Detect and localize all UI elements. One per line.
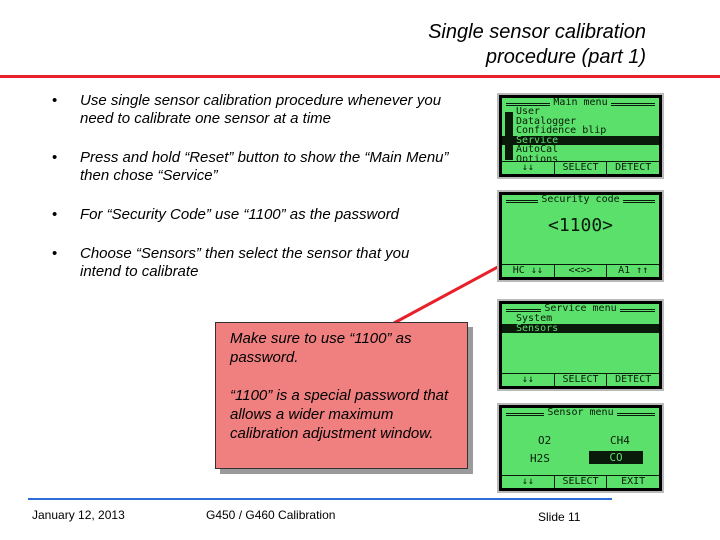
softkey-cursor[interactable]: <<>> (553, 265, 607, 277)
service-menu-screen: Service menu System Sensors ↓↓ SELECT DE… (497, 299, 664, 391)
sensor-ch4[interactable]: CH4 (610, 434, 630, 447)
softkey-select[interactable]: SELECT (553, 476, 607, 488)
title-divider (0, 75, 720, 78)
sensor-o2[interactable]: O2 (538, 434, 552, 447)
footer-slide-number: Slide 11 (538, 510, 581, 524)
bullet-item: • Press and hold “Reset” button to show … (52, 149, 472, 185)
bullet-marker: • (52, 245, 58, 262)
service-menu-lcd: Service menu System Sensors ↓↓ SELECT DE… (502, 304, 659, 386)
softkey-down[interactable]: ↓↓ (521, 476, 534, 487)
menu-item-datalogger[interactable]: Datalogger (516, 115, 577, 127)
menu-item-system[interactable]: System (516, 313, 553, 324)
softkey-hc-down[interactable]: HC ↓↓ (512, 265, 543, 276)
bullet-marker: • (52, 206, 58, 223)
slide-title-line-2: procedure (part 1) (485, 46, 646, 68)
menu-item-confidence-blip[interactable]: Confidence blip (516, 125, 607, 137)
softkey-exit[interactable]: EXIT (606, 476, 659, 488)
menu-item-sensors[interactable]: Sensors (502, 323, 659, 334)
bullet-text: For “Security Code” use “1100” as the pa… (80, 206, 400, 223)
sensor-menu-title: Sensor menu (502, 408, 659, 418)
bullet-item: • For “Security Code” use “1100” as the … (52, 206, 472, 224)
password-callout: Make sure to use “1100” as password. “11… (215, 322, 468, 469)
service-menu-title: Service menu (502, 304, 659, 314)
sensor-h2s[interactable]: H2S (530, 452, 550, 465)
menu-item-options[interactable]: Options (516, 153, 559, 165)
softkey-detect[interactable]: DETECT (606, 162, 659, 174)
main-menu-lcd: Main menu User Datalogger Confidence bli… (502, 98, 659, 174)
softkey-down[interactable]: ↓↓ (521, 162, 534, 173)
softkey-select[interactable]: SELECT (553, 162, 607, 174)
callout-text-2: “1100” is a special password that allows… (230, 387, 449, 442)
softkey-down[interactable]: ↓↓ (521, 374, 534, 385)
bullet-marker: • (52, 149, 58, 166)
callout-text-1: Make sure to use “1100” as password. (230, 330, 412, 366)
main-menu-softkeys: ↓↓ SELECT DETECT (502, 161, 659, 174)
footer-divider (28, 498, 612, 500)
softkey-a1-up[interactable]: A1 ↑↑ (606, 265, 659, 277)
main-menu-title: Main menu (502, 98, 659, 108)
sensor-menu-screen: Sensor menu O2 CH4 H2S CO ↓↓ SELECT EXIT (497, 403, 664, 493)
bullet-item: • Choose “Sensors” then select the senso… (52, 245, 472, 281)
bullet-text: Press and hold “Reset” button to show th… (80, 149, 449, 184)
menu-item-user[interactable]: User (516, 106, 541, 117)
bullet-item: • Use single sensor calibration procedur… (52, 92, 472, 128)
security-code-title: Security code (502, 195, 659, 205)
softkey-detect[interactable]: DETECT (606, 374, 659, 386)
security-code-value: <1100> (547, 215, 614, 236)
footer-date: January 12, 2013 (32, 508, 125, 522)
softkey-select[interactable]: SELECT (553, 374, 607, 386)
service-menu-softkeys: ↓↓ SELECT DETECT (502, 373, 659, 386)
sensor-co[interactable]: CO (589, 451, 643, 464)
bullet-list: • Use single sensor calibration procedur… (52, 92, 472, 302)
sensor-menu-softkeys: ↓↓ SELECT EXIT (502, 475, 659, 488)
bullet-text: Use single sensor calibration procedure … (80, 92, 442, 127)
footer-product: G450 / G460 Calibration (206, 508, 336, 522)
security-code-screen: Security code <1100> HC ↓↓ <<>> A1 ↑↑ (497, 190, 664, 282)
security-code-lcd: Security code <1100> HC ↓↓ <<>> A1 ↑↑ (502, 195, 659, 277)
bullet-text: Choose “Sensors” then select the sensor … (80, 245, 410, 280)
bullet-marker: • (52, 92, 58, 109)
sensor-menu-lcd: Sensor menu O2 CH4 H2S CO ↓↓ SELECT EXIT (502, 408, 659, 488)
slide-title: Single sensor calibration procedure (par… (428, 20, 646, 70)
menu-item-autocal[interactable]: AutoCal (516, 144, 559, 156)
slide-title-line-1: Single sensor calibration (428, 21, 646, 43)
main-menu-screen: Main menu User Datalogger Confidence bli… (497, 93, 664, 179)
menu-item-service[interactable]: Service (502, 135, 659, 146)
security-code-softkeys: HC ↓↓ <<>> A1 ↑↑ (502, 264, 659, 277)
